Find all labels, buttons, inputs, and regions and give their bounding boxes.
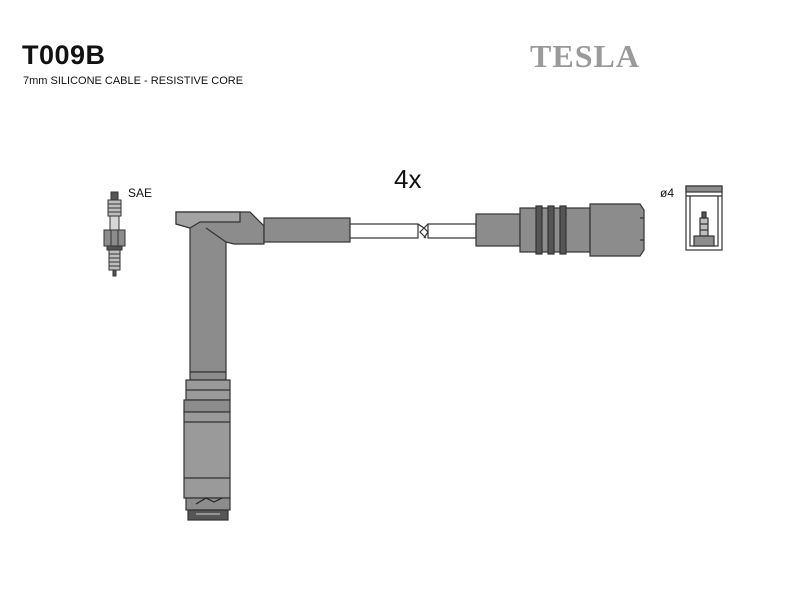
brand-logo: TESLA bbox=[530, 38, 640, 74]
terminal-diameter-label: ø4 bbox=[660, 186, 675, 200]
spark-plug-boot bbox=[175, 211, 265, 521]
spark-plug-icon bbox=[103, 191, 126, 277]
part-code: T009B bbox=[22, 40, 106, 70]
ignition-cable bbox=[263, 217, 477, 243]
quantity-label: 4x bbox=[394, 164, 422, 194]
distributor-connector bbox=[475, 203, 645, 257]
spark-plug-standard-label: SAE bbox=[128, 186, 153, 200]
cable-description: 7mm SILICONE CABLE - RESISTIVE CORE bbox=[23, 75, 244, 87]
terminal-detail-icon bbox=[685, 185, 723, 251]
